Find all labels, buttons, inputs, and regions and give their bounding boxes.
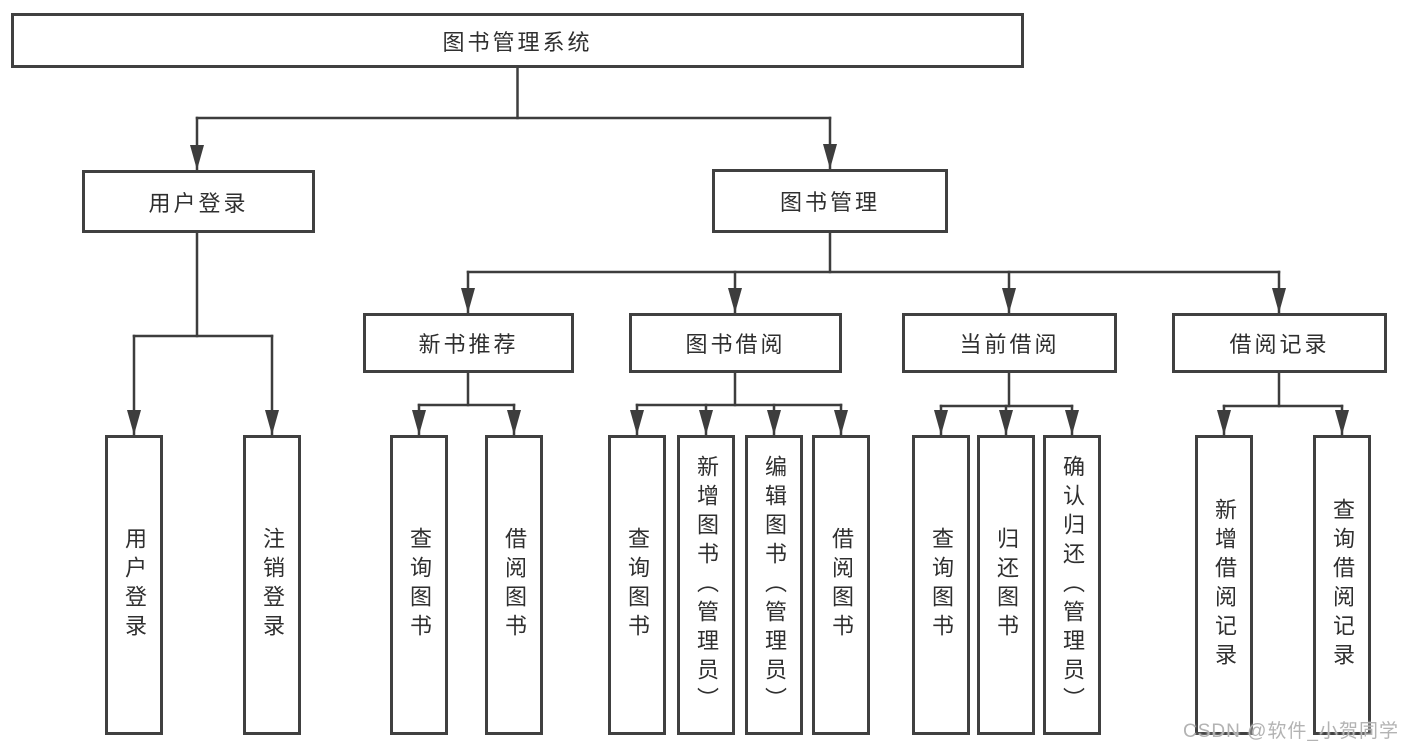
leaf-edit-book-admin-label: 编辑图书（管理员）	[762, 454, 787, 716]
leaf-confirm-return-admin: 确认归还（管理员）	[1043, 435, 1101, 735]
leaf-user-login: 用户登录	[105, 435, 163, 735]
node-book-management-label: 图书管理	[779, 190, 880, 215]
leaf-return-book: 归还图书	[977, 435, 1035, 735]
leaf-borrow-books-recommend-label: 借阅图书	[502, 527, 527, 643]
node-new-book-recommendation: 新书推荐	[363, 313, 574, 373]
watermark: CSDN @软件_小贺同学	[1183, 721, 1399, 742]
leaf-add-book-admin: 新增图书（管理员）	[677, 435, 735, 735]
leaf-add-book-admin-label: 新增图书（管理员）	[694, 454, 719, 716]
node-borrowing-records: 借阅记录	[1172, 313, 1387, 373]
node-current-borrowing-label: 当前借阅	[959, 332, 1060, 357]
leaf-query-books-current-label: 查询图书	[929, 527, 954, 643]
node-root-label: 图书管理系统	[442, 29, 593, 55]
leaf-return-book-label: 归还图书	[994, 527, 1019, 643]
node-user-login-label: 用户登录	[148, 190, 249, 216]
leaf-confirm-return-admin-label: 确认归还（管理员）	[1060, 454, 1085, 716]
node-new-book-recommendation-label: 新书推荐	[418, 332, 519, 357]
leaf-add-borrow-record: 新增借阅记录	[1195, 435, 1253, 735]
leaf-query-borrow-record-label: 查询借阅记录	[1330, 498, 1355, 672]
leaf-borrow-books-borrowing-label: 借阅图书	[829, 527, 854, 643]
node-root: 图书管理系统	[11, 13, 1024, 68]
node-book-management: 图书管理	[712, 169, 948, 233]
leaf-logout: 注销登录	[243, 435, 301, 735]
leaf-user-login-label: 用户登录	[122, 527, 147, 643]
leaf-query-borrow-record: 查询借阅记录	[1313, 435, 1371, 735]
node-book-borrowing-label: 图书借阅	[685, 332, 786, 357]
leaf-query-books-current: 查询图书	[912, 435, 970, 735]
node-current-borrowing: 当前借阅	[902, 313, 1117, 373]
leaf-add-borrow-record-label: 新增借阅记录	[1212, 498, 1237, 672]
node-borrowing-records-label: 借阅记录	[1229, 332, 1330, 357]
leaf-query-books-borrowing: 查询图书	[608, 435, 666, 735]
node-book-borrowing: 图书借阅	[629, 313, 842, 373]
node-user-login: 用户登录	[82, 170, 315, 233]
leaf-logout-label: 注销登录	[260, 527, 285, 643]
leaf-query-books-borrowing-label: 查询图书	[625, 527, 650, 643]
leaf-edit-book-admin: 编辑图书（管理员）	[745, 435, 803, 735]
leaf-query-books-recommend: 查询图书	[390, 435, 448, 735]
leaf-borrow-books-borrowing: 借阅图书	[812, 435, 870, 735]
leaf-query-books-recommend-label: 查询图书	[407, 527, 432, 643]
leaf-borrow-books-recommend: 借阅图书	[485, 435, 543, 735]
